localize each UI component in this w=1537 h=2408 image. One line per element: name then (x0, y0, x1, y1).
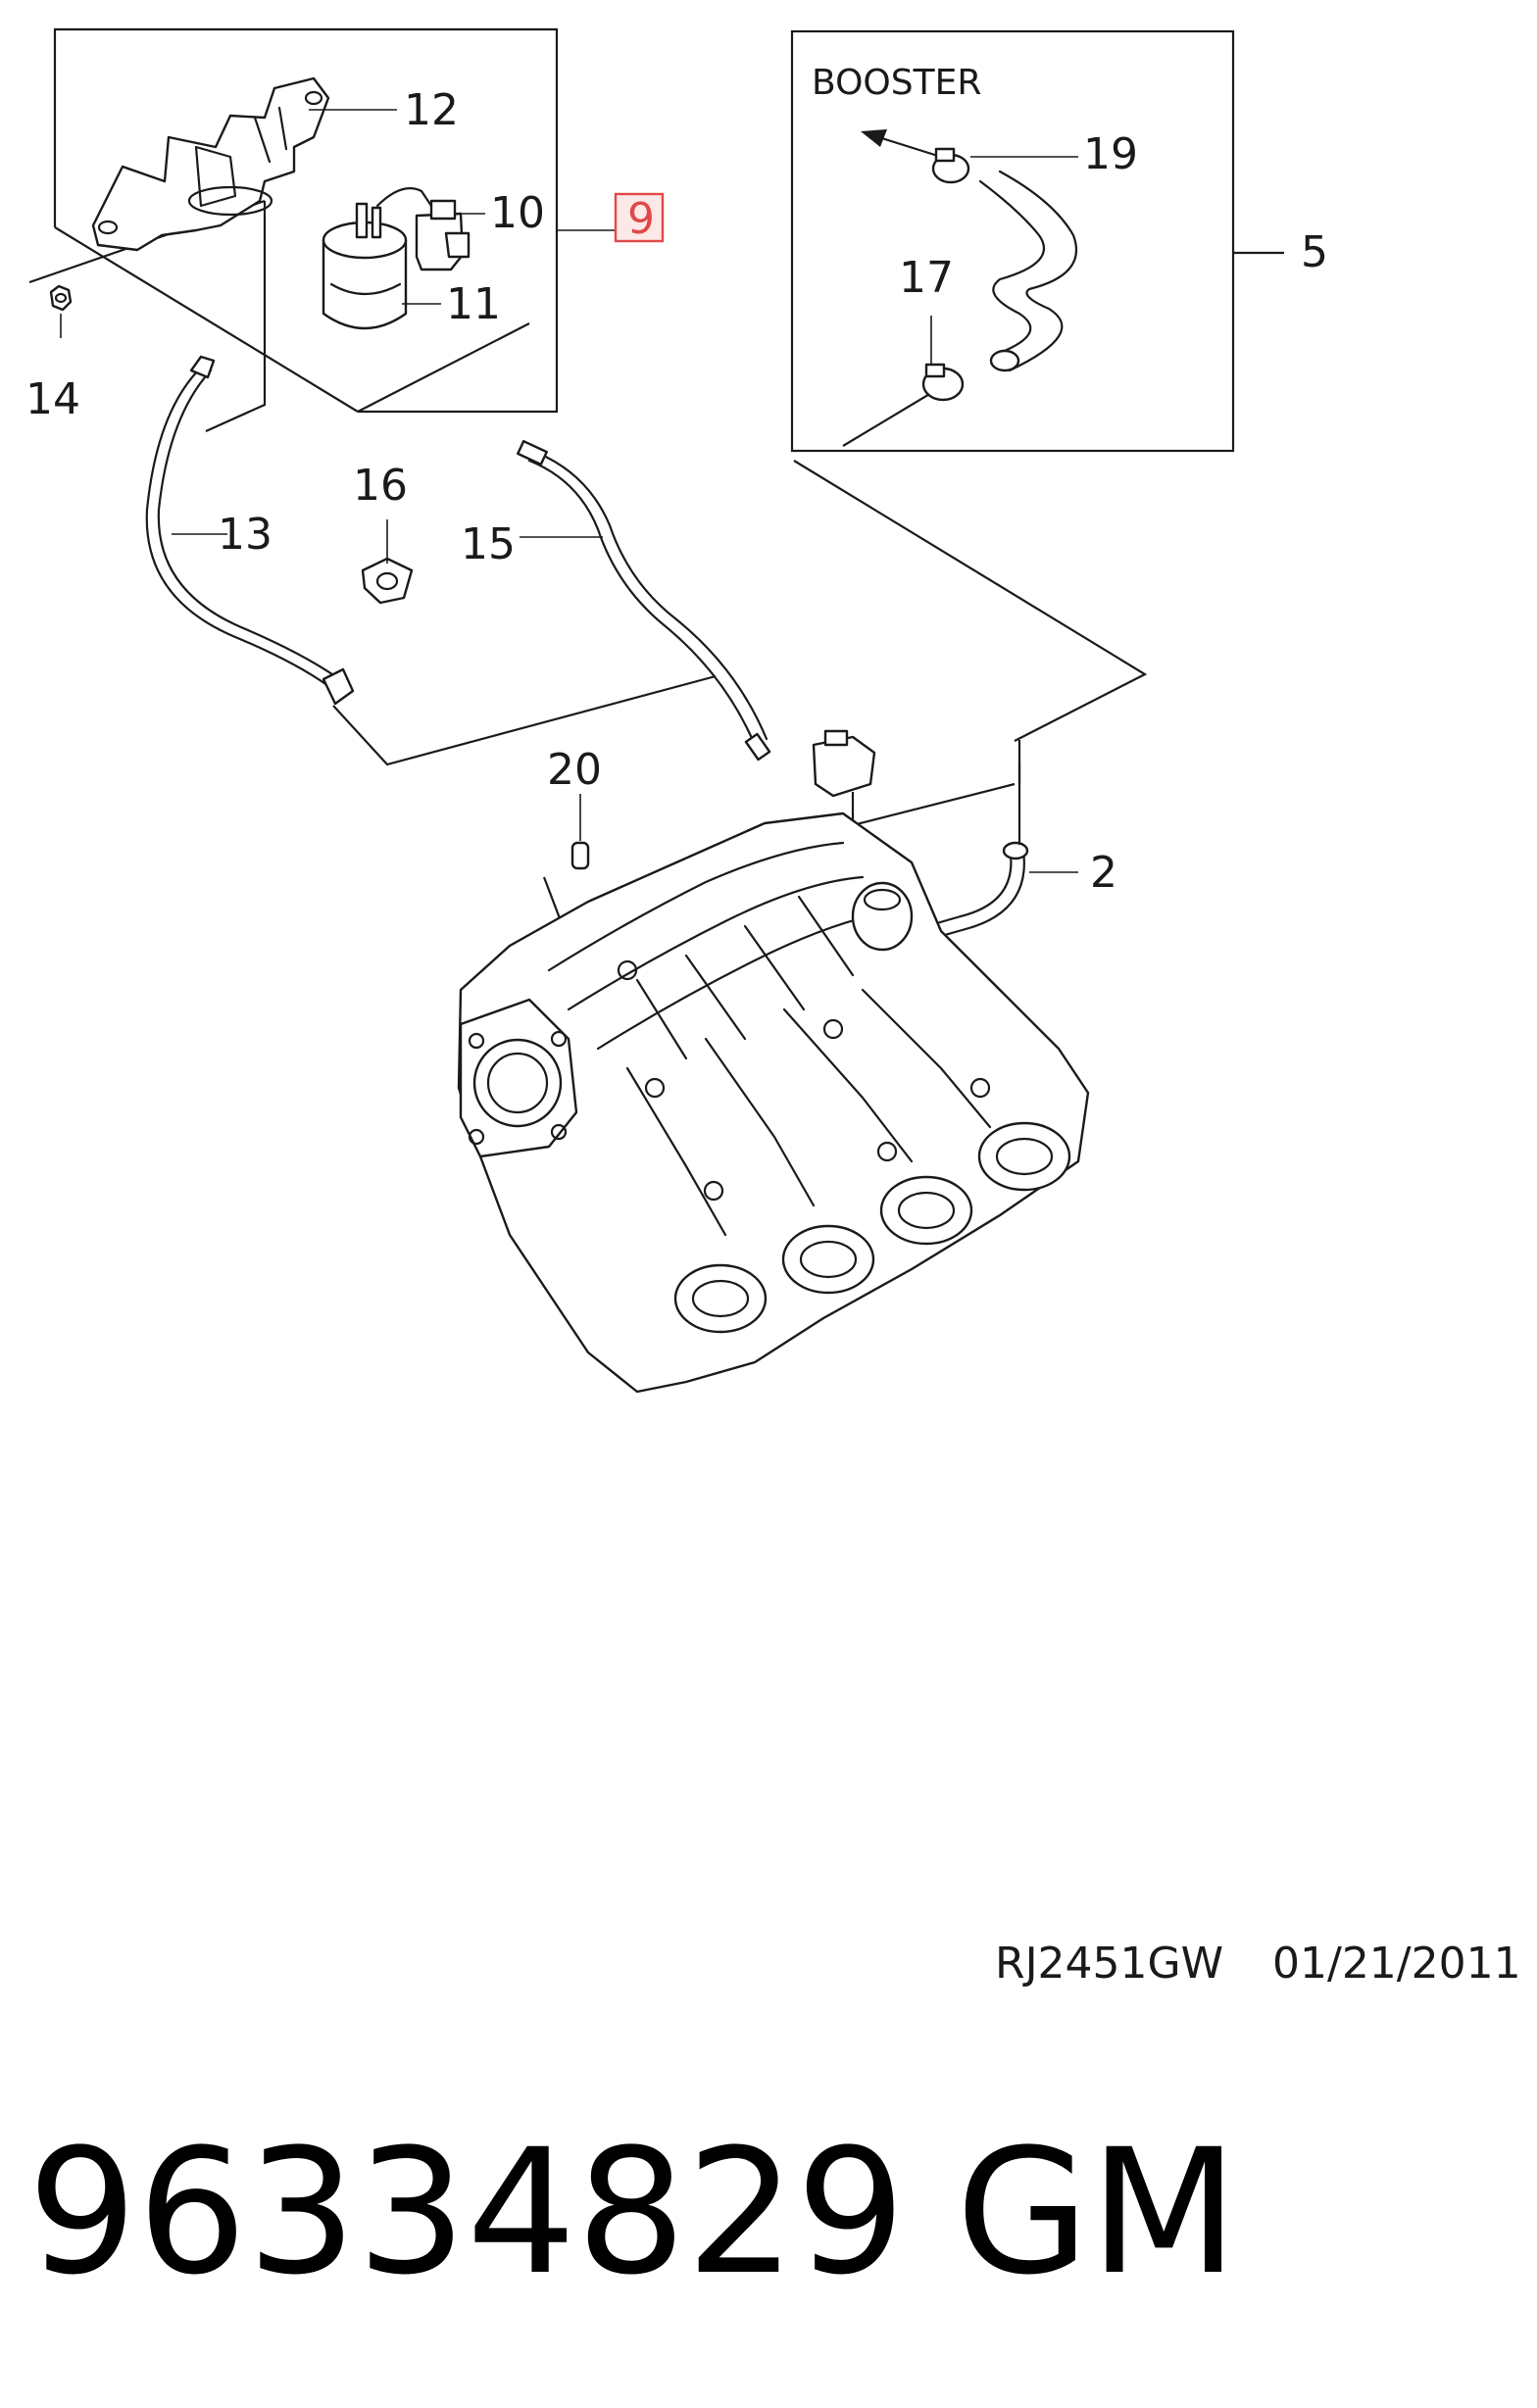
callout-20: 20 (547, 745, 602, 795)
callout-13: 13 (218, 510, 273, 560)
callout-2: 2 (1090, 848, 1117, 898)
purge-solenoid-valve (415, 199, 471, 271)
callout-15: 15 (461, 519, 516, 569)
callout-19: 19 (1083, 129, 1138, 179)
callout-5: 5 (1301, 227, 1328, 277)
map-sensor (812, 729, 876, 798)
drawing-date: 01/21/2011 (1272, 1939, 1521, 1989)
hose-clip (361, 557, 414, 605)
callout-12: 12 (404, 85, 459, 135)
hose-clamp-lower (921, 363, 965, 402)
callout-17: 17 (899, 253, 954, 303)
hose-clamp-upper (931, 147, 970, 184)
highlight-box-9 (614, 192, 665, 243)
callout-9: 9 (627, 194, 655, 244)
purge-hose (517, 439, 771, 762)
intake-manifold (457, 811, 1090, 1394)
part-number: 96334829 (27, 2112, 906, 2313)
booster-hose-frame (790, 29, 1284, 453)
booster-label: BOOSTER (812, 63, 981, 103)
canister (322, 187, 433, 330)
callout-16: 16 (353, 461, 408, 511)
booster-hose (978, 170, 1078, 372)
dowel-pin (570, 841, 590, 870)
arrow-to-booster-icon (861, 129, 942, 159)
callout-11: 11 (446, 279, 501, 329)
canister-bracket (91, 76, 330, 252)
brand: GM (956, 2112, 1238, 2313)
callout-14: 14 (25, 374, 80, 424)
callout-10: 10 (490, 188, 545, 238)
vacuum-hose (145, 355, 355, 706)
drawing-code: RJ2451GW (995, 1939, 1223, 1989)
nut (49, 284, 73, 312)
